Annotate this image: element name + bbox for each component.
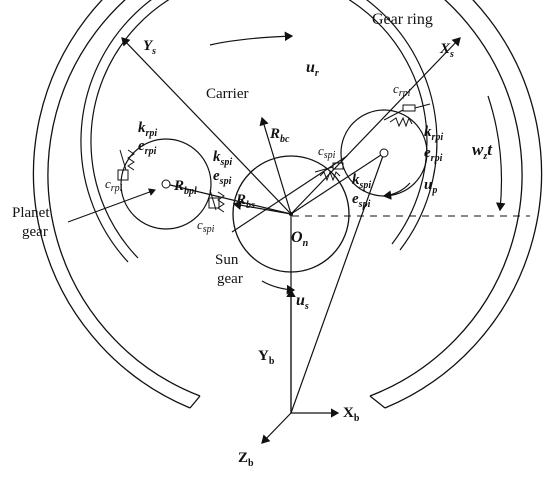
symbol-on: On: [291, 229, 309, 249]
symbol-rbpl: Rbpl: [173, 178, 197, 197]
symbol-rbs: Rbs: [235, 192, 255, 211]
symbol-crpi-left: crpi: [105, 176, 123, 194]
symbol-krpi-right: krpi: [424, 124, 443, 143]
symbol-crpi-top: crpi: [393, 81, 411, 99]
structural-lines: [121, 37, 461, 444]
symbol-ys: Ys: [143, 38, 156, 57]
symbol-krpi-left: krpi: [138, 120, 157, 139]
rotation-arrows: [209, 31, 506, 295]
symbol-erpi-right: erpi: [424, 145, 443, 164]
spring-damper-right-top: [383, 103, 431, 128]
symbol-kspi-right: kspi: [352, 172, 371, 191]
carrier-label: Carrier: [206, 86, 248, 102]
symbol-ur: ur: [306, 59, 319, 79]
symbol-rbc: Rbc: [269, 126, 290, 145]
symbol-yb: Yb: [258, 348, 275, 367]
symbol-xb: Xb: [343, 405, 360, 424]
planet-gear-label-line1: Planet: [12, 205, 50, 221]
symbol-csp-mid: cspi: [318, 143, 336, 161]
sun-gear-label-line2: gear: [217, 271, 243, 287]
symbol-us: us: [296, 292, 309, 312]
symbol-xs: Xs: [439, 41, 454, 60]
symbol-kspi-left: kspi: [213, 149, 232, 168]
planet-gear-label-line2: gear: [22, 224, 48, 240]
symbol-espi-left: espi: [213, 168, 232, 187]
symbol-up: up: [424, 177, 437, 196]
planet-gear-left: [120, 138, 212, 230]
symbol-zb: Zb: [238, 450, 254, 469]
carrier: [80, 0, 438, 263]
sun-center: [289, 212, 293, 216]
symbol-erpi-left: erpi: [138, 138, 157, 157]
symbol-espi-right: espi: [352, 191, 371, 210]
gear-ring: [32, 0, 543, 409]
symbol-wzt: wzt: [472, 140, 493, 162]
spring-damper-left-inner: [208, 189, 225, 213]
planet-center-left: [161, 179, 171, 189]
spring-damper-right-mid: [314, 162, 344, 182]
planet-center-right: [379, 148, 389, 158]
sun-gear-label-line1: Sun: [215, 252, 239, 268]
symbol-cspi-left: cspi: [197, 217, 215, 235]
gear-ring-label: Gear ring: [372, 11, 433, 28]
spring-damper-left-outer: [117, 149, 135, 181]
leader-lines: [67, 188, 156, 223]
